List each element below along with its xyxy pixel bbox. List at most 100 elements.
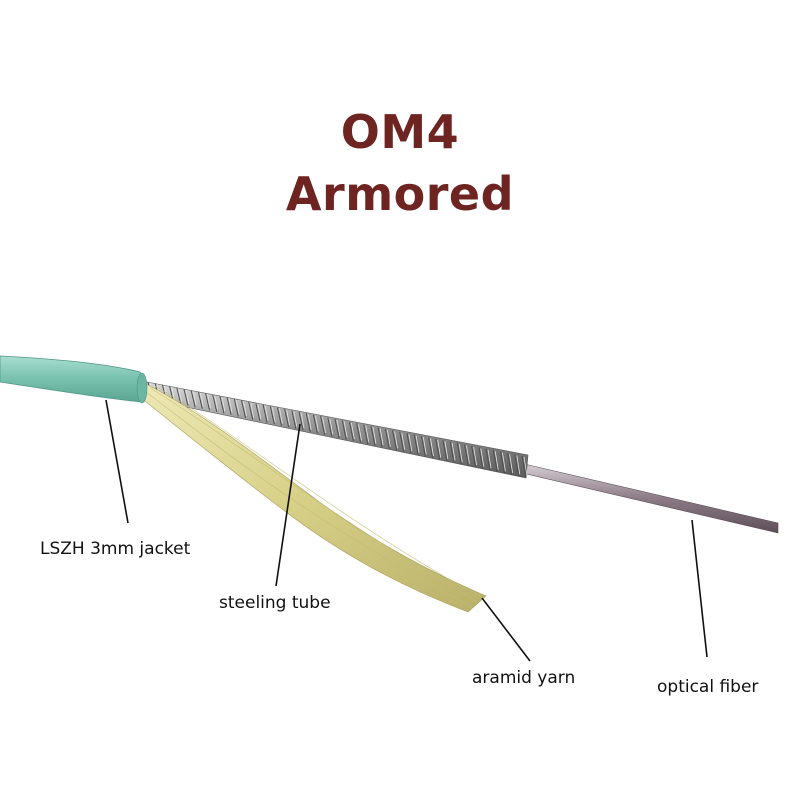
- steel-coil-ring: [212, 394, 218, 412]
- steel-coil-highlight: [458, 444, 463, 463]
- steel-coil-highlight: [315, 415, 319, 432]
- steel-coil-ring: [276, 407, 282, 426]
- steel-coil-ring: [305, 413, 311, 432]
- label-aramid-yarn: aramid yarn: [472, 668, 576, 688]
- steel-coil-highlight: [336, 419, 341, 437]
- steel-coil-ring: [248, 401, 254, 420]
- steel-coil-highlight: [502, 452, 506, 472]
- title-om4: OM4: [340, 105, 460, 159]
- steel-coil-ring: [478, 447, 484, 469]
- steel-coil-ring: [262, 404, 268, 423]
- steel-coil-highlight: [444, 441, 449, 460]
- steel-coil-ring: [327, 417, 333, 437]
- steel-coil-ring: [312, 414, 318, 434]
- steel-coil-highlight: [286, 409, 291, 426]
- leader-tube: [275, 423, 301, 587]
- steel-coil-highlight: [228, 398, 233, 414]
- steel-coil-ring: [284, 408, 290, 428]
- steel-coil-highlight: [257, 404, 262, 420]
- steel-coil-ring: [334, 418, 340, 439]
- steel-coil-ring: [241, 400, 246, 419]
- steel-coil-highlight: [379, 428, 384, 446]
- steel-coil-ring: [521, 455, 527, 479]
- steel-coil-highlight: [394, 431, 398, 449]
- steel-coil-highlight: [178, 388, 183, 403]
- steel-coil-ring: [255, 403, 261, 422]
- steel-coil-highlight: [207, 394, 211, 409]
- steel-coil-highlight: [271, 407, 276, 423]
- steel-coil-highlight: [235, 399, 240, 415]
- steel-coil-ring: [370, 426, 376, 446]
- steel-coil-highlight: [509, 454, 514, 473]
- steel-coil-highlight: [350, 422, 355, 440]
- steel-coil-highlight: [386, 429, 391, 447]
- steel-coil-highlight: [451, 442, 456, 461]
- steel-coil-ring: [269, 406, 275, 425]
- steel-coil-highlight: [422, 437, 427, 455]
- steel-coil-highlight: [185, 390, 190, 404]
- steel-coil-highlight: [523, 456, 528, 477]
- steel-coil-ring: [384, 428, 390, 449]
- steel-coil-highlight: [437, 439, 442, 458]
- steel-coil-ring: [413, 434, 419, 456]
- steel-coil-ring: [463, 444, 469, 466]
- steel-coil-ring: [442, 440, 448, 462]
- steel-coil-highlight: [307, 414, 312, 430]
- steel-coil-ring: [363, 424, 369, 445]
- label-optical-fiber: optical fiber: [657, 677, 759, 697]
- leader-fiber: [691, 519, 708, 658]
- steel-coil-ring: [399, 431, 405, 452]
- steel-coil-highlight: [516, 455, 521, 475]
- steel-coil-highlight: [329, 418, 334, 435]
- steel-coil-highlight: [365, 425, 370, 443]
- steel-coil-ring: [320, 416, 326, 436]
- steel-coil-highlight: [221, 397, 226, 412]
- steel-coil-ring: [406, 433, 412, 454]
- steel-coil-ring: [190, 390, 196, 408]
- steel-coil-ring: [514, 454, 520, 477]
- steel-coil-ring: [183, 388, 189, 406]
- steel-coil-ring: [291, 410, 297, 429]
- optical-fiber: [517, 462, 779, 534]
- steel-coil-highlight: [279, 408, 283, 424]
- steel-coil-highlight: [343, 421, 348, 438]
- label-steeling-tube: steeling tube: [219, 593, 331, 613]
- steel-coil-highlight: [401, 432, 406, 450]
- steel-coil-highlight: [430, 438, 434, 457]
- label-lszh-jacket: LSZH 3mm jacket: [40, 539, 191, 559]
- steel-coil-highlight: [192, 391, 197, 406]
- steel-coil-highlight: [322, 417, 327, 433]
- steel-coil-highlight: [300, 412, 305, 429]
- steel-coil-highlight: [487, 449, 492, 469]
- steel-coil-highlight: [473, 446, 478, 466]
- steel-coil-highlight: [372, 427, 377, 444]
- steel-coil-highlight: [243, 401, 247, 417]
- lszh-jacket: [0, 355, 146, 403]
- steel-coil-ring: [449, 441, 455, 463]
- steel-coil-ring: [492, 450, 498, 472]
- steel-coil-ring: [219, 396, 225, 414]
- steel-coil-ring: [420, 435, 426, 457]
- steel-coil-highlight: [199, 392, 204, 407]
- steel-coil-ring: [226, 397, 232, 416]
- steel-coil-ring: [435, 438, 441, 460]
- steel-coil-ring: [485, 448, 491, 471]
- steel-coil-ring: [197, 391, 203, 409]
- steel-coil-highlight: [415, 435, 420, 453]
- steel-coil-highlight: [494, 451, 499, 470]
- steel-coil-highlight: [358, 424, 362, 441]
- steel-coil-highlight: [171, 387, 175, 401]
- steel-coil-ring: [348, 421, 354, 442]
- title-armored: Armored: [285, 167, 515, 221]
- leader-yarn: [481, 597, 531, 662]
- steel-coil-highlight: [214, 395, 219, 410]
- leader-jacket: [105, 399, 129, 524]
- steel-coil-ring: [471, 445, 477, 468]
- steel-coil-highlight: [293, 411, 298, 427]
- steel-coil-ring: [499, 451, 505, 474]
- steel-coil-ring: [377, 427, 383, 448]
- steel-coil-ring: [341, 420, 347, 440]
- steel-coil-highlight: [408, 434, 413, 452]
